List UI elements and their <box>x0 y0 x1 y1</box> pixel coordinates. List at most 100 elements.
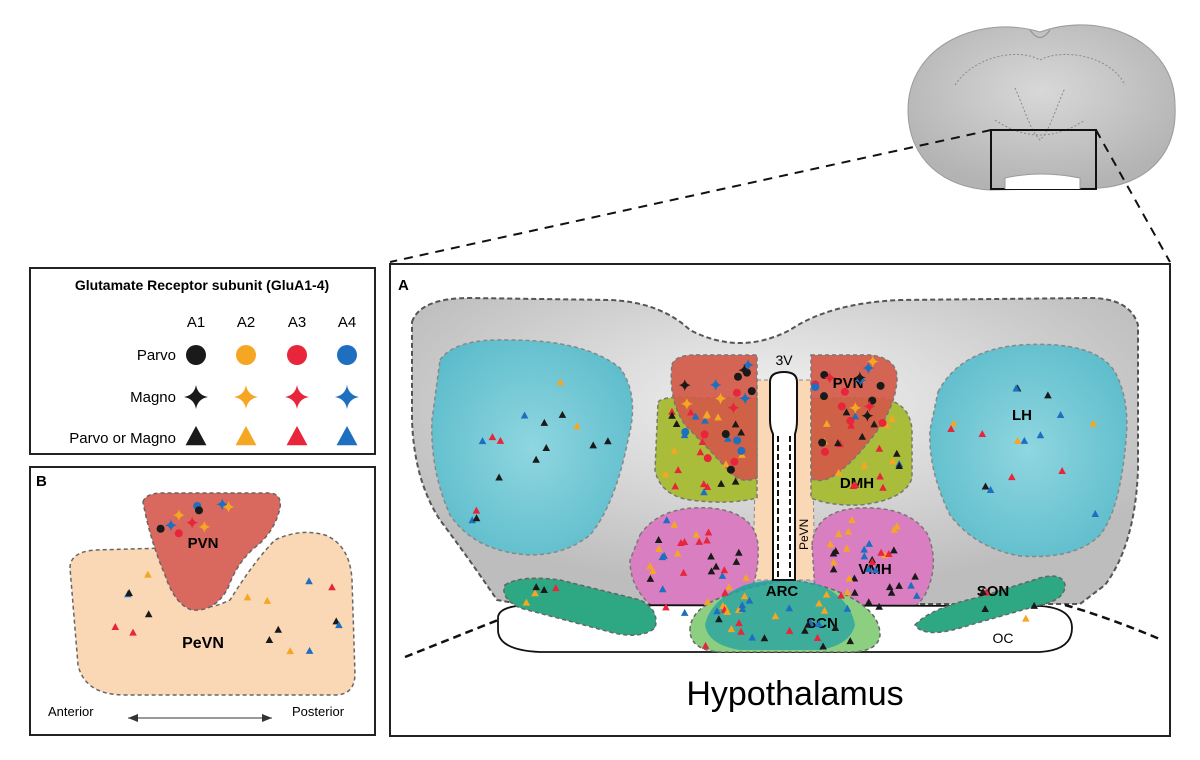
parvo-or-magno-marker <box>846 637 855 645</box>
panel-a: A <box>389 263 1171 737</box>
magno-marker <box>172 509 185 522</box>
parvo-or-magno-marker <box>573 422 581 430</box>
parvo-marker <box>818 438 827 447</box>
parvo-or-magno-marker <box>540 418 549 426</box>
parvo-or-magno-marker <box>646 562 654 570</box>
parvo-or-magno-marker <box>801 626 809 634</box>
parvo-or-magno-marker <box>864 565 873 573</box>
parvo-or-magno-marker <box>722 460 730 468</box>
zoom-line-left <box>389 129 992 263</box>
parvo-or-magno-marker <box>674 466 682 474</box>
parvo-or-magno-marker <box>673 549 682 557</box>
legend-col-a1: A1 <box>187 314 205 331</box>
brain-lower-contour <box>994 119 1086 136</box>
parvo-or-magno-marker <box>1012 384 1020 392</box>
panel-a-markers <box>468 355 1100 650</box>
panel-b-markers <box>111 498 343 655</box>
parvo-or-magno-marker <box>707 552 715 560</box>
parvo-or-magno-marker <box>695 537 704 545</box>
parvo-or-magno-marker <box>804 620 812 628</box>
parvo-or-magno-marker <box>720 566 729 574</box>
parvo-or-magno-marker <box>1091 510 1100 518</box>
label-scn: SCN <box>806 615 838 632</box>
magno-marker <box>742 358 755 371</box>
parvo-or-magno-marker <box>532 455 540 463</box>
magno-marker <box>285 385 309 409</box>
parvo-or-magno-marker <box>696 448 705 456</box>
parvo-or-magno-marker <box>876 472 884 480</box>
parvo-or-magno-marker <box>654 535 663 543</box>
parvo-or-magno-marker <box>717 479 725 487</box>
parvo-or-magno-marker <box>864 598 873 606</box>
parvo-or-magno-marker <box>701 416 709 424</box>
parvo-or-magno-marker <box>496 436 505 444</box>
parvo-marker <box>820 370 829 379</box>
parvo-or-magno-marker <box>858 432 867 440</box>
parvo-or-magno-marker <box>885 549 893 557</box>
parvo-or-magno-marker <box>662 516 671 524</box>
parvo-marker <box>840 387 849 396</box>
parvo-or-magno-marker <box>718 571 727 579</box>
parvo-or-magno-marker <box>785 626 794 634</box>
parvo-or-magno-marker <box>745 596 754 604</box>
parvo-or-magno-marker <box>978 430 987 438</box>
parvo-or-magno-marker <box>849 482 858 490</box>
parvo-or-magno-marker <box>738 601 747 609</box>
panel-b-letter: B <box>36 473 47 490</box>
parvo-or-magno-marker <box>702 411 711 419</box>
parvo-marker <box>186 345 206 365</box>
parvo-or-magno-marker <box>679 568 688 576</box>
parvo-or-magno-marker <box>551 584 560 592</box>
parvo-or-magno-marker <box>850 574 859 582</box>
parvo-or-magno-marker <box>274 625 283 633</box>
parvo-or-magno-marker <box>912 591 921 599</box>
panel-a-title: Hypothalamus <box>686 675 903 713</box>
parvo-or-magno-marker <box>738 605 747 613</box>
parvo-or-magno-marker <box>737 627 745 635</box>
parvo-or-magno-marker <box>740 592 749 600</box>
parvo-or-magno-marker <box>843 588 852 596</box>
parvo-marker <box>837 402 846 411</box>
magno-marker <box>866 355 879 368</box>
parvo-or-magno-marker <box>670 520 679 528</box>
label-lh: LH <box>1012 407 1032 424</box>
parvo-or-magno-marker <box>813 633 822 641</box>
parvo-or-magno-marker <box>979 587 987 595</box>
parvo-or-magno-marker <box>819 642 827 650</box>
parvo-or-magno-marker <box>877 548 885 556</box>
parvo-or-magno-marker <box>860 552 869 560</box>
inset-ventral-notch <box>1004 173 1081 189</box>
parvo-or-magno-marker <box>850 588 859 596</box>
parvo-or-magno-marker <box>851 412 860 420</box>
parvo-or-magno-marker <box>715 615 723 623</box>
parvo-or-magno-marker <box>848 516 856 524</box>
parvo-or-magno-marker <box>144 610 153 618</box>
parvo-marker <box>156 524 165 533</box>
parvo-or-magno-marker <box>668 407 676 415</box>
panel-b-pevn-label: PeVN <box>182 635 224 652</box>
parvo-or-magno-marker <box>721 588 729 596</box>
parvo-or-magno-marker <box>834 529 843 537</box>
parvo-or-magno-marker <box>286 647 294 655</box>
parvo-or-magno-marker <box>668 411 676 419</box>
parvo-or-magno-marker <box>670 446 679 454</box>
label-son: SON <box>977 583 1010 600</box>
pvn-left-region <box>670 354 758 481</box>
parvo-or-magno-marker <box>305 646 314 654</box>
parvo-or-magno-marker <box>834 439 842 447</box>
parvo-or-magno-marker <box>875 602 883 610</box>
parvo-or-magno-marker <box>831 623 840 631</box>
parvo-or-magno-marker <box>468 516 477 524</box>
parvo-marker <box>721 430 730 439</box>
parvo-or-magno-marker <box>328 583 336 591</box>
parvo-or-magno-marker <box>604 437 612 445</box>
parvo-or-magno-marker <box>871 566 880 574</box>
parvo-or-magno-marker <box>662 603 670 611</box>
legend-title: Glutamate Receptor subunit (GluA1-4) <box>75 277 329 293</box>
magno-marker <box>234 385 258 409</box>
parvo-or-magno-marker <box>895 462 904 470</box>
parvo-or-magno-marker <box>558 410 567 418</box>
lh-left-region <box>431 339 634 556</box>
parvo-or-magno-marker <box>661 470 670 478</box>
